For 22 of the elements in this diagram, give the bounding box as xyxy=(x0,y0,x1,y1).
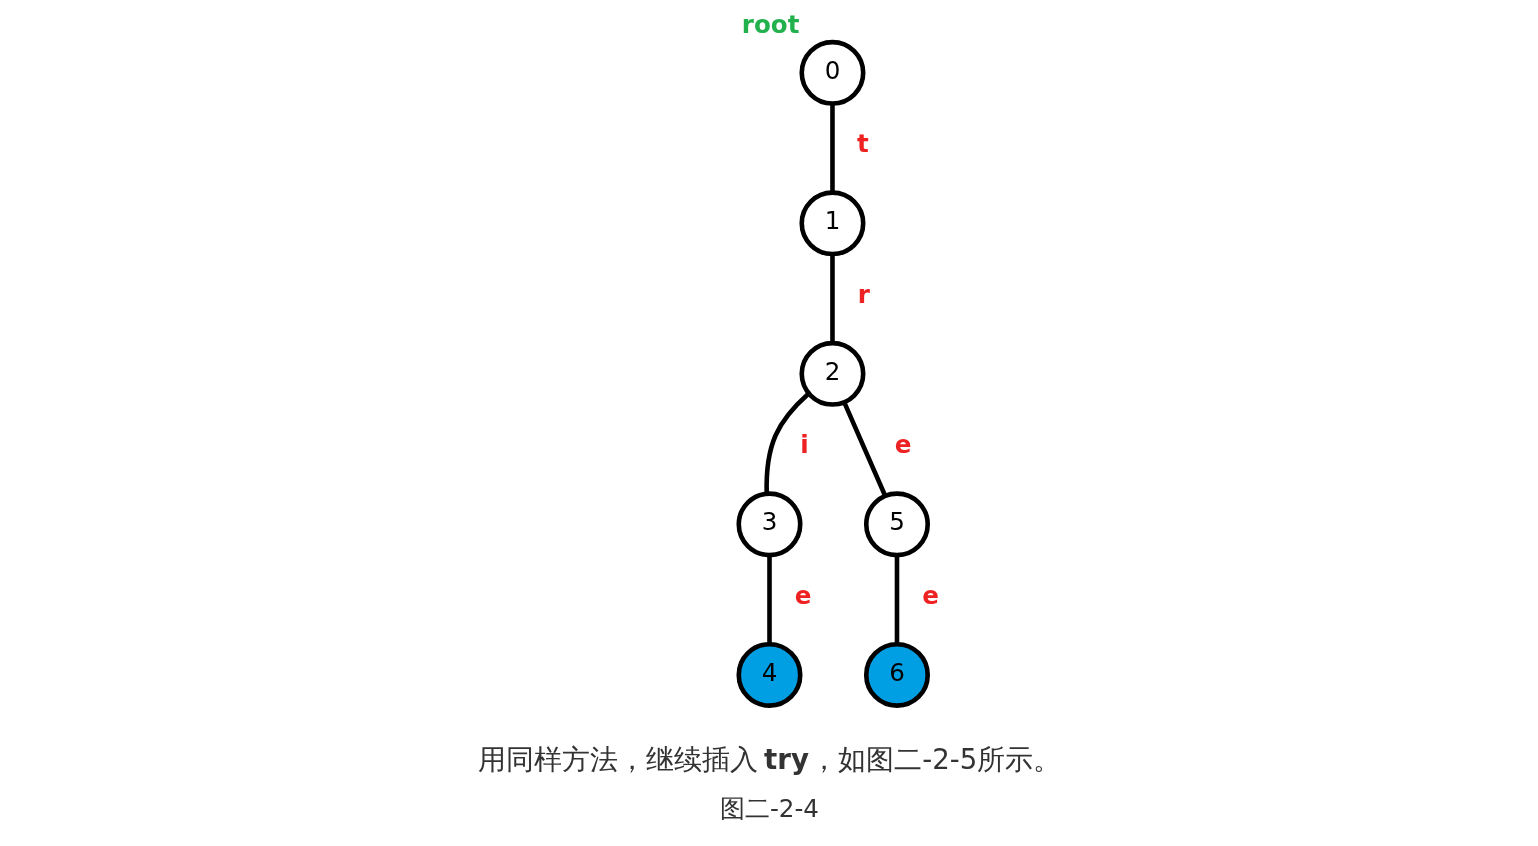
connector xyxy=(829,254,835,343)
edge-label: t xyxy=(856,129,869,159)
connector xyxy=(894,555,899,645)
node-circle: 6 xyxy=(863,641,930,708)
node-circle: 3 xyxy=(735,491,803,558)
edge-label: e xyxy=(894,430,911,460)
node-circle: 1 xyxy=(798,190,865,257)
connector xyxy=(763,392,810,494)
label: 用同样方法，继续插入 try，如图二-2-5所示。 xyxy=(477,743,1061,777)
connector xyxy=(766,555,772,645)
connector xyxy=(829,104,835,193)
node-circle: 5 xyxy=(863,491,930,558)
edge-label: e xyxy=(921,580,939,610)
edge-label: r xyxy=(857,279,870,309)
node-circle: 0 xyxy=(798,39,865,106)
node-circle: 2 xyxy=(798,340,865,407)
caption: 图二-2-4 xyxy=(719,794,819,824)
edge-label: e xyxy=(794,580,812,610)
edge-label: i xyxy=(799,430,809,460)
node-circle: 4 xyxy=(735,641,803,708)
node-label: root xyxy=(741,9,799,39)
connector xyxy=(841,401,887,497)
